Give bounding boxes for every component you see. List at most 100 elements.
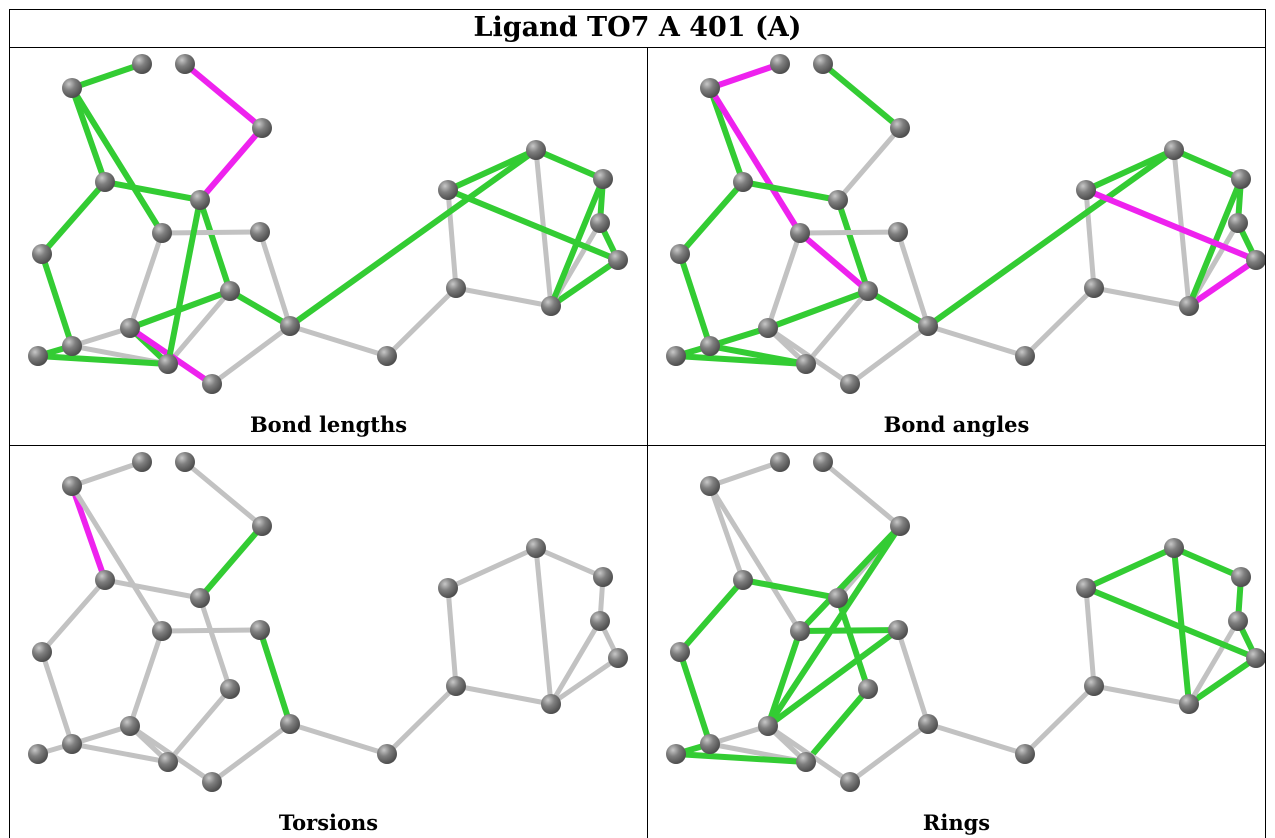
atom: [758, 716, 778, 736]
bond-highlight-green: [548, 257, 621, 309]
atom: [1246, 250, 1265, 270]
atom: [202, 772, 222, 792]
atom: [1228, 611, 1248, 631]
atom: [770, 452, 790, 472]
border-top: [9, 9, 1266, 10]
atom: [666, 744, 686, 764]
bond: [384, 285, 459, 359]
bond-outlier-magenta: [197, 125, 265, 203]
bond: [165, 288, 233, 367]
bond-highlight-green: [165, 197, 203, 367]
bond-highlight-green: [765, 627, 901, 729]
atom: [190, 588, 210, 608]
bond-highlight-green: [677, 577, 746, 655]
bond-highlight-green: [673, 751, 809, 765]
atom: [252, 118, 272, 138]
atom: [733, 570, 753, 590]
bond: [548, 655, 621, 707]
atom: [438, 180, 458, 200]
bond: [533, 545, 554, 707]
atom: [733, 172, 753, 192]
bond-highlight-green: [865, 288, 931, 329]
bond-highlight-green: [69, 61, 145, 91]
bond: [102, 577, 203, 601]
atom: [593, 567, 613, 587]
panel-bond-angles: Bond angles: [648, 48, 1265, 445]
bond-outlier-magenta: [797, 230, 871, 294]
atom: [918, 714, 938, 734]
atom: [1076, 578, 1096, 598]
bond-highlight-green: [740, 179, 841, 203]
atom: [202, 374, 222, 394]
atom: [280, 316, 300, 336]
panel-caption: Rings: [922, 810, 991, 835]
bond: [69, 723, 133, 747]
atom: [1246, 648, 1265, 668]
bond: [159, 627, 263, 634]
atom: [858, 679, 878, 699]
bond: [209, 721, 293, 785]
bond-highlight-green: [673, 353, 809, 367]
atom: [700, 734, 720, 754]
molecule-bond-angles: [666, 54, 1265, 394]
atom: [1015, 346, 1035, 366]
atom: [541, 296, 561, 316]
bond: [707, 483, 746, 583]
bond-highlight-green: [69, 85, 165, 236]
bond: [1022, 683, 1097, 757]
atom: [700, 476, 720, 496]
bond-highlight-green: [35, 353, 171, 367]
bond-highlight-green: [1171, 147, 1244, 182]
bond-highlight-green: [925, 147, 1177, 329]
bond: [707, 723, 771, 747]
bond-outlier-magenta: [707, 85, 803, 236]
atom: [1179, 694, 1199, 714]
atom: [95, 570, 115, 590]
bond-highlight-green: [1186, 655, 1259, 707]
bond-highlight-green: [765, 628, 803, 729]
bond-outlier-magenta: [182, 61, 265, 131]
atom: [1164, 538, 1184, 558]
bond-highlight-green: [69, 85, 108, 185]
bond-highlight-green: [797, 523, 903, 634]
atom: [446, 278, 466, 298]
atom: [28, 346, 48, 366]
atom: [1228, 213, 1248, 233]
bond-highlight-green: [197, 197, 233, 294]
bond-highlight-green: [445, 187, 621, 263]
bond-highlight-green: [740, 577, 841, 601]
atom: [132, 54, 152, 74]
bond: [925, 323, 1028, 359]
atom: [590, 213, 610, 233]
atom: [758, 318, 778, 338]
bond: [445, 585, 459, 689]
panel-caption: Bond angles: [883, 412, 1030, 437]
atom: [813, 54, 833, 74]
border-center: [647, 47, 648, 838]
bond-outlier-magenta: [69, 483, 108, 583]
bond-highlight-green: [797, 627, 901, 634]
atom: [446, 676, 466, 696]
atom: [828, 588, 848, 608]
bond: [895, 229, 931, 329]
atom: [158, 354, 178, 374]
atom: [1084, 676, 1104, 696]
bond: [127, 628, 165, 729]
bond: [384, 683, 459, 757]
bond-highlight-green: [127, 288, 233, 331]
atom: [220, 679, 240, 699]
bond-outlier-magenta: [1186, 257, 1259, 309]
atom: [526, 140, 546, 160]
atom: [120, 716, 140, 736]
atom: [438, 578, 458, 598]
bond: [707, 483, 803, 634]
atom: [840, 772, 860, 792]
panel-bond-lengths: Bond lengths: [10, 48, 647, 445]
bond: [835, 125, 903, 203]
bond: [69, 741, 171, 765]
bond: [39, 649, 75, 747]
bond-highlight-green: [445, 147, 539, 193]
atom: [32, 244, 52, 264]
atom: [62, 734, 82, 754]
molecule-torsions: [28, 452, 628, 792]
